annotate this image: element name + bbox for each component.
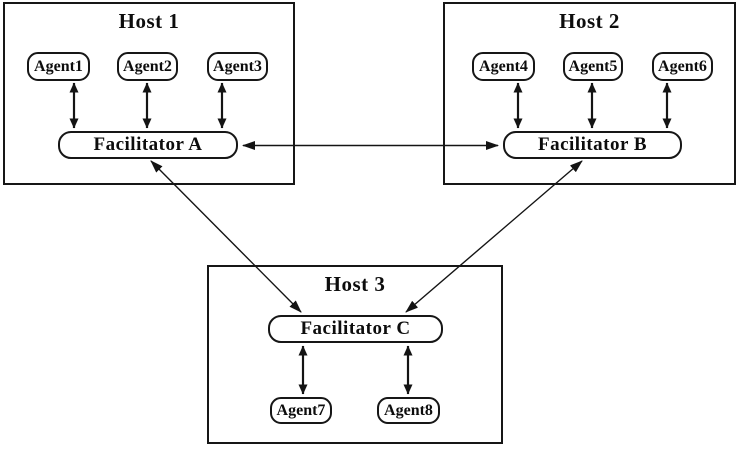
host2-title: Host 2 [559,9,620,33]
node-facilitator-c: Facilitator C [268,315,443,343]
link-facilitatorB-facilitatorC [405,160,583,313]
host1-box: Host 1 [3,2,295,185]
node-agent3: Agent3 [207,52,268,81]
host2-box: Host 2 [443,2,736,185]
node-agent7: Agent7 [270,397,332,424]
node-agent5: Agent5 [563,52,623,81]
host1-title: Host 1 [118,9,180,33]
node-agent6: Agent6 [652,52,713,81]
node-facilitator-b: Facilitator B [503,131,682,159]
node-agent2: Agent2 [117,52,178,81]
host3-box: Host 3 [207,265,503,444]
node-facilitator-a: Facilitator A [58,131,238,159]
link-facilitatorA-facilitatorC [150,160,302,313]
node-agent8: Agent8 [377,397,440,424]
node-agent1: Agent1 [27,52,90,81]
node-agent4: Agent4 [472,52,535,81]
host3-title: Host 3 [324,272,386,296]
